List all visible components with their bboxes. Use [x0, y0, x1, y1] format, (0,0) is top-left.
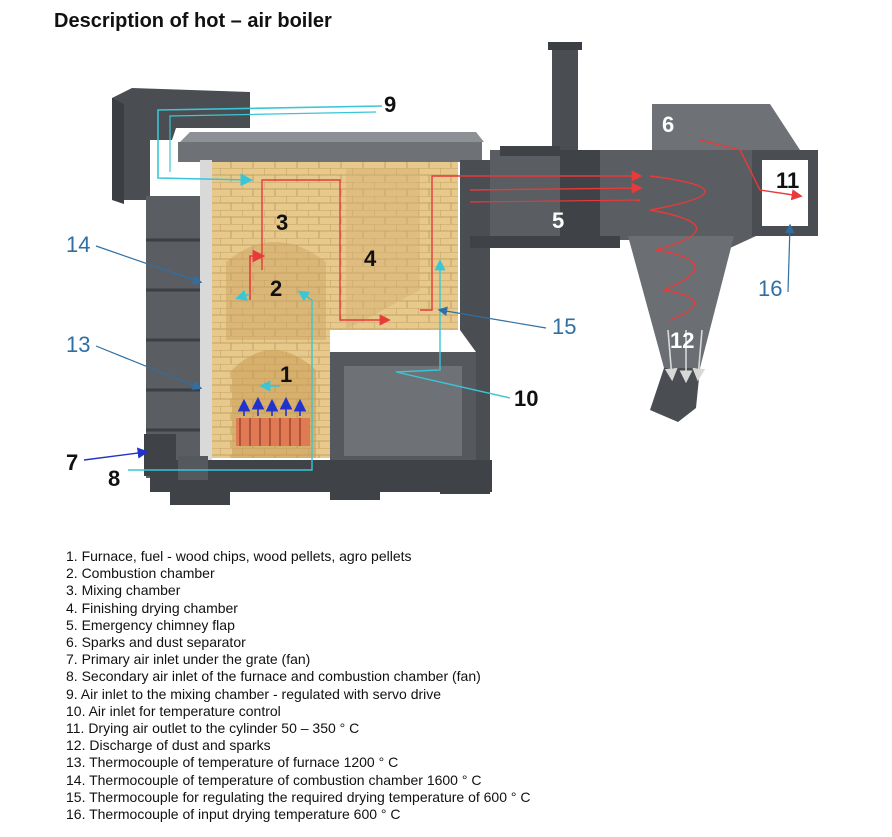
- flow-secondary-air: [128, 290, 313, 471]
- exhaust-assembly: [470, 42, 818, 422]
- callout-9: 9: [384, 92, 396, 117]
- legend-item: 12. Discharge of dust and sparks: [66, 737, 271, 754]
- legend-item: 8. Secondary air inlet of the furnace an…: [66, 668, 481, 685]
- callout-5: 5: [552, 208, 564, 233]
- flow-separator-spiral: [649, 175, 706, 321]
- combustion-chamber-arch: [226, 242, 326, 340]
- secondary-air-fan: [178, 456, 208, 480]
- callout-3: 3: [276, 210, 288, 235]
- callout-15: 15: [552, 314, 576, 339]
- callout-16: 16: [758, 276, 782, 301]
- drying-chamber-cavity: [346, 168, 420, 330]
- flow-hot-gas-rise: [249, 249, 266, 300]
- boiler-base: [150, 460, 492, 492]
- top-air-duct: [112, 88, 250, 200]
- flow-mixing-air: [157, 105, 383, 187]
- flow-hot-gas-through: [420, 170, 643, 311]
- primary-air-fan: [144, 434, 176, 476]
- callout-12: 12: [670, 328, 694, 353]
- leader-13: [95, 345, 203, 390]
- flow-hot-gas-duct: [469, 182, 643, 194]
- separator-cone: [628, 236, 734, 368]
- legend-item: 15. Thermocouple for regulating the requ…: [66, 788, 531, 805]
- flow-separator-exit: [699, 139, 803, 201]
- flow-dust-3: [692, 329, 706, 382]
- callout-1: 1: [280, 362, 292, 387]
- legend-item: 9. Air inlet to the mixing chamber - reg…: [66, 685, 442, 702]
- boiler-feet: [170, 476, 490, 505]
- callout-6: 6: [662, 112, 674, 137]
- grate: [236, 418, 310, 446]
- grate-bars: [239, 418, 301, 446]
- leader-lines: [95, 223, 795, 390]
- callout-8: 8: [108, 466, 120, 491]
- callout-2: 2: [270, 276, 282, 301]
- separator-outlet: [650, 368, 700, 422]
- insulation-layer: [200, 160, 212, 460]
- legend-item: 3. Mixing chamber: [66, 582, 181, 599]
- legend-item: 7. Primary air inlet under the grate (fa…: [66, 651, 311, 668]
- boiler-diagram: 1 2 3 4 5 6 7 8 9 10 11 12 13 14 15 16: [66, 42, 818, 505]
- callout-4: 4: [364, 246, 377, 271]
- boiler-body: [112, 88, 492, 505]
- legend-item: 14. Thermocouple of temperature of combu…: [66, 771, 482, 788]
- boiler-roof-top: [180, 132, 484, 142]
- flow-hot-gas-upper: [261, 179, 391, 326]
- callout-7: 7: [66, 450, 78, 475]
- callout-11: 11: [776, 168, 799, 193]
- flow-dust-1: [664, 329, 678, 382]
- flow-paths: [83, 105, 803, 471]
- legend-item: 5. Emergency chimney flap: [66, 616, 235, 633]
- callout-10: 10: [514, 386, 538, 411]
- leader-16: [784, 223, 795, 293]
- flow-temperature-air: [395, 259, 511, 399]
- boiler-roof: [178, 142, 482, 162]
- leader-14: [95, 245, 203, 285]
- legend-item: 2. Combustion chamber: [66, 565, 215, 582]
- leader-15: [437, 306, 547, 329]
- duct-flange: [500, 146, 600, 244]
- legend-item: 4. Finishing drying chamber: [66, 599, 238, 616]
- page-title: Description of hot – air boiler: [54, 10, 332, 32]
- lower-chamber-inner: [344, 366, 462, 456]
- legend-item: 6. Sparks and dust separator: [66, 634, 246, 651]
- legend-item: 13. Thermocouple of temperature of furna…: [66, 754, 399, 771]
- legend-item: 11. Drying air outlet to the cylinder 50…: [66, 720, 360, 737]
- callout-numbers: 1 2 3 4 5 6 7 8 9 10 11 12 13 14 15 16: [66, 92, 799, 491]
- legend-item: 10. Air inlet for temperature control: [66, 702, 281, 719]
- flow-hot-gas-duct-2: [469, 199, 641, 203]
- left-outer-wall: [146, 196, 208, 478]
- flow-secondary-air-chamber: [235, 290, 251, 301]
- callout-13: 13: [66, 332, 90, 357]
- legend-list: 1. Furnace, fuel - wood chips, wood pell…: [66, 548, 531, 823]
- duct-lower-bracket: [470, 236, 620, 248]
- legend-item: 1. Furnace, fuel - wood chips, wood pell…: [66, 548, 412, 564]
- top-air-duct-side: [112, 98, 124, 204]
- emergency-chimney: [552, 42, 578, 154]
- left-wall-stiffeners: [146, 238, 200, 432]
- separator-top: [652, 104, 800, 150]
- separator-body: [626, 150, 756, 248]
- legend-item: 16. Thermocouple of input drying tempera…: [66, 806, 401, 823]
- callout-14: 14: [66, 232, 90, 257]
- flow-mixing-air-2: [169, 111, 377, 172]
- chimney-cap: [548, 42, 582, 50]
- flow-primary-air: [83, 447, 149, 461]
